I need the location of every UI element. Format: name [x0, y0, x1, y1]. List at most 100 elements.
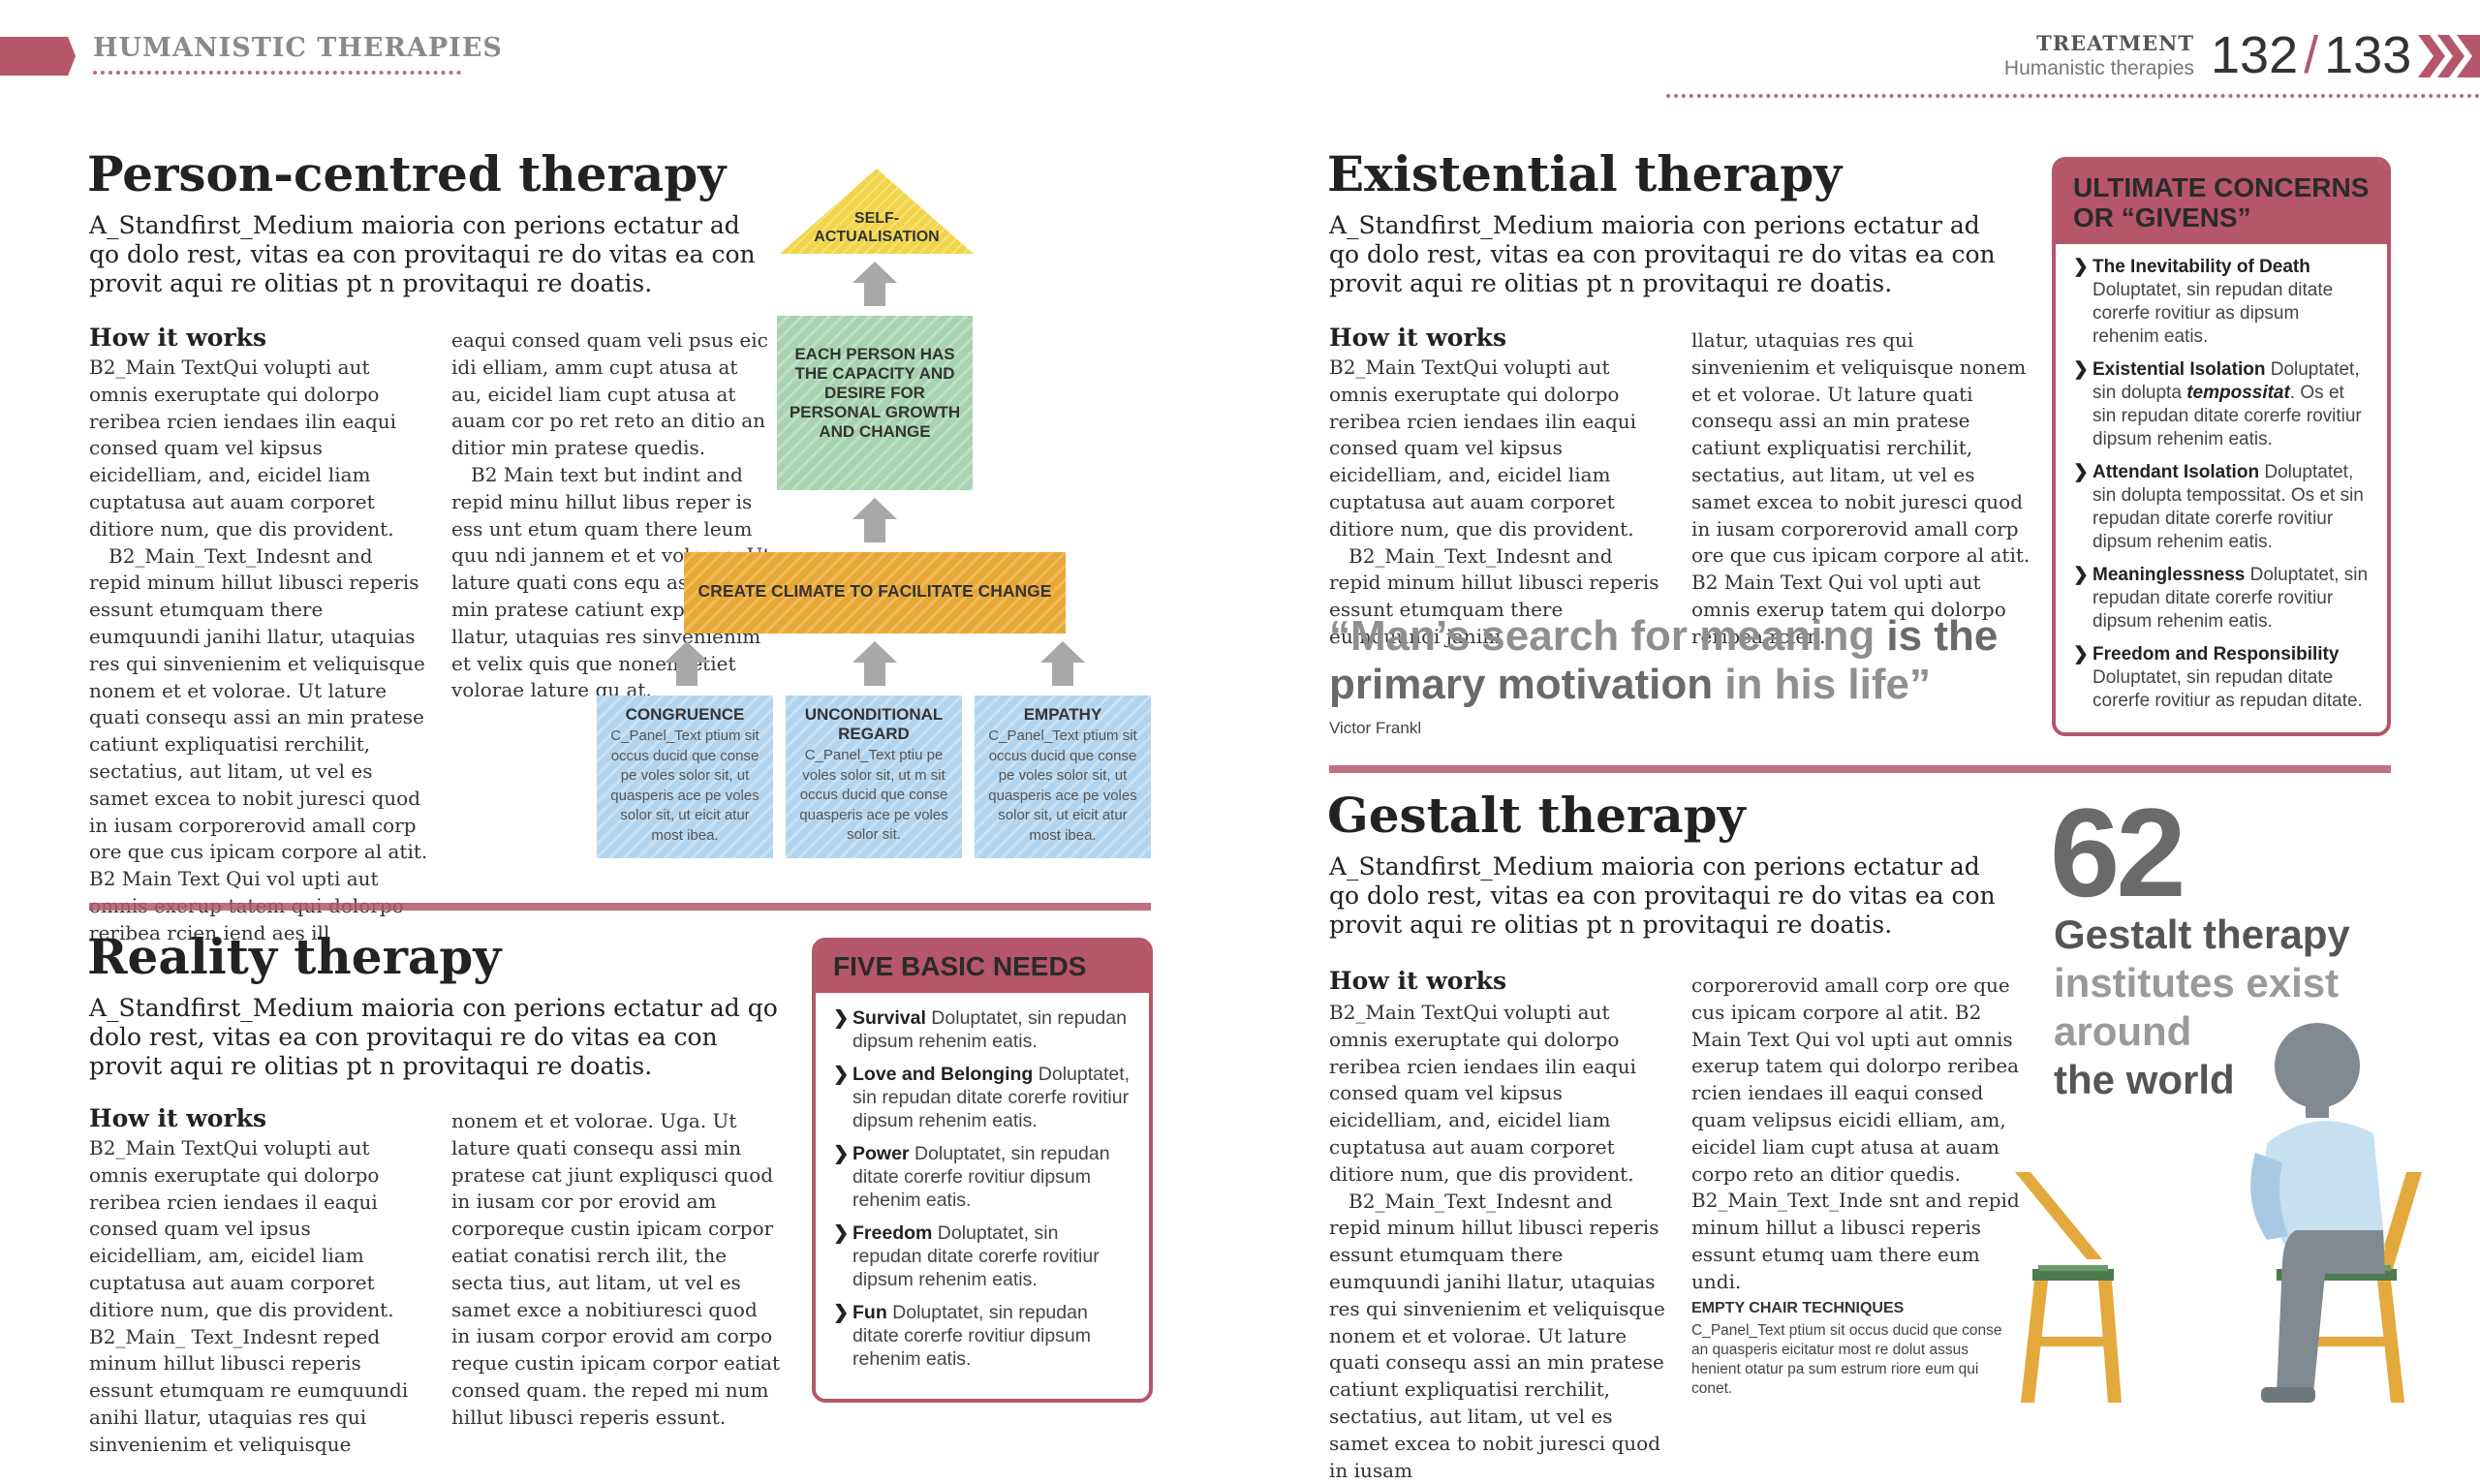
page-number-left: 132 [2211, 26, 2299, 84]
congruence-box: CONGRUENCE C_Panel_Text ptium sit occus … [597, 696, 773, 858]
climate-bar [684, 552, 1066, 634]
list-item: ❯Power Doluptatet, sin repudan ditate co… [833, 1143, 1110, 1211]
page-number-right: 133 [2324, 26, 2412, 84]
person-centred-how-heading: How it works [89, 324, 267, 352]
self-actualisation-triangle [780, 169, 974, 254]
empty-chair-icon [2015, 1172, 2122, 1403]
body-paragraph: B2_Main TextQui volupti aut omnis exerup… [89, 356, 397, 541]
five-basic-needs-box: FIVE BASIC NEEDS ❯Survival Doluptatet, s… [812, 938, 1153, 1403]
empathy-text: C_Panel_Text ptium sit occus ducid que c… [988, 727, 1137, 844]
self-actualisation-label: SELF- ACTUALISATION [814, 210, 940, 245]
body-paragraph: B2_Main_Text_Indesnt and repid minum hil… [1329, 543, 1659, 648]
chevron-right-icon: ❯ [2073, 462, 2089, 482]
ultimate-concerns-box: ULTIMATE CONCERNS OR “GIVENS” ❯The Inevi… [2052, 157, 2391, 736]
chevron-right-icon [2418, 35, 2480, 77]
unconditional-regard-title: UNCONDITIONAL REGARD [804, 705, 944, 743]
list-item: ❯Existential Isolation Doluptatet, sin d… [2073, 359, 2362, 449]
climate-label: CREATE CLIMATE TO FACILITATE CHANGE [698, 581, 1052, 601]
section-heading: HUMANISTIC THERAPIES [93, 33, 503, 63]
capacity-box [777, 316, 973, 490]
caption-heading: EMPTY CHAIR TECHNIQUES [1691, 1300, 1905, 1316]
list-item: ❯Love and Belonging Doluptatet, sin repu… [833, 1064, 1131, 1131]
body-paragraph: B2_Main TextQui volupti aut omnis exerup… [1329, 356, 1637, 541]
capacity-label: EACH PERSON HAS THE CAPACITY AND DESIRE … [789, 345, 961, 441]
body-paragraph: B2_Main TextQui volupti aut omnis exerup… [89, 1136, 409, 1456]
empty-chair-illustration [2015, 1023, 2422, 1403]
existential-col1: B2_Main TextQui volupti aut omnis exerup… [1329, 355, 1668, 651]
section-divider [1329, 765, 2391, 773]
chevron-right-icon: ❯ [2073, 565, 2089, 585]
gestalt-col1: B2_Main TextQui volupti aut omnis exerup… [1329, 1000, 1668, 1484]
person-centred-col2: eaqui consed quam veli psus eic idi elli… [451, 327, 771, 704]
chapter-label: TREATMENT [2036, 31, 2194, 55]
subchapter-label: Humanistic therapies [2003, 57, 2194, 79]
person-centred-standfirst: A_Standfirst_Medium maioria con perions … [89, 211, 756, 297]
existential-standfirst: A_Standfirst_Medium maioria con perions … [1329, 211, 1996, 297]
body-paragraph: llatur, utaquias res qui sinvenienim et … [1691, 328, 2030, 648]
body-paragraph: nonem et et volorae. Uga. Ut lature quat… [451, 1109, 781, 1429]
empathy-title: EMPATHY [1023, 705, 1102, 724]
body-paragraph: B2_Main_Text_Indesnt and repid minum hil… [89, 543, 428, 944]
section-tab [0, 37, 76, 76]
person-icon [2250, 1023, 2385, 1403]
chevron-right-icon: ❯ [2073, 359, 2089, 380]
unconditional-regard-text: C_Panel_Text ptiu pe voles solor sit, ut… [799, 747, 948, 843]
list-item: ❯Attendant Isolation Doluptatet, sin dol… [2073, 462, 2364, 552]
gestalt-col2: corporerovid amall corp ore que cus ipic… [1691, 973, 2030, 1296]
stat-text: Gestalt therapy institutes exist around … [2054, 912, 2350, 1102]
chevron-right-icon: ❯ [2073, 644, 2089, 665]
five-basic-needs-heading: FIVE BASIC NEEDS [816, 942, 1149, 993]
arrow-up-icon [665, 641, 709, 686]
person-centred-col1: B2_Main TextQui volupti aut omnis exerup… [89, 355, 428, 947]
existential-how-heading: How it works [1329, 324, 1507, 352]
arrow-up-icon [852, 262, 897, 306]
quote-author: Victor Frankl [1329, 719, 1422, 737]
body-paragraph: B2_Main TextQui volupti aut omnis exerup… [1329, 1001, 1637, 1186]
reality-how-heading: How it works [89, 1104, 267, 1132]
dotted-rule-right [1666, 94, 2480, 98]
page-separator: / [2304, 26, 2319, 84]
reality-standfirst: A_Standfirst_Medium maioria con perions … [89, 994, 778, 1080]
reality-col2: nonem et et volorae. Uga. Ut lature quat… [451, 1108, 781, 1432]
stat-number: 62 [2050, 782, 2186, 923]
arrow-up-icon [852, 641, 897, 686]
chevron-right-icon: ❯ [833, 1222, 850, 1244]
caption-text: C_Panel_Text ptium sit occus ducid que c… [1691, 1322, 2002, 1397]
list-item: ❯Freedom Doluptatet, sin repudan ditate … [833, 1222, 1100, 1290]
existential-title: Existential therapy [1327, 145, 1843, 202]
gestalt-title: Gestalt therapy [1327, 787, 1746, 844]
list-item: ❯Fun Doluptatet, sin repudan ditate core… [833, 1302, 1092, 1370]
chevron-right-icon: ❯ [833, 1007, 850, 1029]
ultimate-concerns-heading: ULTIMATE CONCERNS OR “GIVENS” [2056, 161, 2387, 244]
person-centred-title: Person-centred therapy [87, 145, 727, 202]
body-paragraph: B2_Main_Text_Indesnt and repid minum hil… [1329, 1189, 1665, 1482]
dotted-rule-left [93, 71, 461, 75]
chevron-right-icon: ❯ [833, 1064, 850, 1085]
body-paragraph: corporerovid amall corp ore que cus ipic… [1691, 974, 2020, 1293]
reality-col1: B2_Main TextQui volupti aut omnis exerup… [89, 1135, 428, 1459]
list-item: ❯Survival Doluptatet, sin repudan dipsum… [833, 1007, 1127, 1052]
gestalt-how-heading: How it works [1329, 967, 1507, 995]
arrow-up-icon [852, 498, 897, 542]
arrow-up-icon [1040, 641, 1085, 686]
body-paragraph: eaqui consed quam veli psus eic idi elli… [451, 328, 768, 460]
unconditional-regard-box: UNCONDITIONAL REGARD C_Panel_Text ptiu p… [786, 696, 962, 858]
five-basic-needs-list: ❯Survival Doluptatet, sin repudan dipsum… [816, 993, 1149, 1390]
congruence-title: CONGRUENCE [625, 705, 745, 724]
chevron-right-icon: ❯ [833, 1302, 850, 1323]
section-divider [89, 903, 1151, 911]
existential-col2: llatur, utaquias res qui sinvenienim et … [1691, 327, 2032, 651]
chevron-right-icon: ❯ [833, 1143, 850, 1164]
list-item: ❯Meaninglessness Doluptatet, sin repudan… [2073, 565, 2369, 632]
gestalt-standfirst: A_Standfirst_Medium maioria con perions … [1329, 852, 1996, 939]
pull-quote: “Man’s search for meaning is the primary… [1329, 612, 1999, 708]
running-head: TREATMENT Humanistic therapies [1938, 31, 2194, 80]
reality-title: Reality therapy [87, 928, 502, 985]
page-numbers: 132/133 [2211, 25, 2411, 85]
chevron-right-icon: ❯ [2073, 257, 2089, 277]
empathy-box: EMPATHY C_Panel_Text ptium sit occus duc… [975, 696, 1151, 858]
congruence-text: C_Panel_Text ptium sit occus ducid que c… [610, 727, 760, 844]
